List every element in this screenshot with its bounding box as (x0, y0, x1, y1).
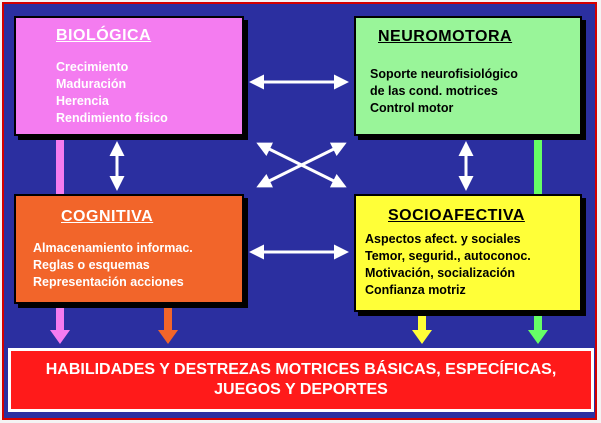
box-title: BIOLÓGICA (56, 27, 152, 44)
orange-down-arrow (158, 306, 178, 344)
box-title: SOCIOAFECTIVA (388, 207, 525, 224)
list-item: Herencia (56, 94, 109, 108)
list-item: Aspectos afect. y sociales (365, 232, 521, 246)
box-biologica: BIOLÓGICA Crecimiento Maduración Herenci… (14, 16, 244, 136)
pink-connector (56, 138, 64, 194)
box-title: NEUROMOTORA (378, 28, 513, 45)
banner-line-2: JUEGOS Y DEPORTES (214, 381, 388, 398)
list-item: Temor, segurid., autoconoc. (365, 249, 531, 263)
box-items: Soporte neurofisiológico de las cond. mo… (370, 66, 518, 117)
list-item: Soporte neurofisiológico (370, 67, 518, 81)
list-item: Reglas o esquemas (33, 258, 150, 272)
list-item: Control motor (370, 101, 454, 115)
list-item: Motivación, socialización (365, 266, 516, 280)
pink-down-arrow (50, 306, 70, 344)
connector-arrows (50, 74, 548, 344)
box-items: Aspectos afect. y sociales Temor, seguri… (365, 231, 531, 299)
green-down-arrow (528, 314, 548, 344)
box-neuromotora: NEUROMOTORA Soporte neurofisiológico de … (354, 16, 582, 136)
list-item: Confianza motriz (365, 283, 466, 297)
list-item: Representación acciones (33, 275, 184, 289)
list-item: de las cond. motrices (370, 84, 498, 98)
box-items: Almacenamiento informac. Reglas o esquem… (33, 240, 193, 291)
list-item: Crecimiento (56, 60, 129, 74)
diagram-canvas: BIOLÓGICA Crecimiento Maduración Herenci… (2, 2, 597, 420)
box-items: Crecimiento Maduración Herencia Rendimie… (56, 59, 168, 127)
box-cognitiva: COGNITIVA Almacenamiento informac. Regla… (14, 194, 244, 304)
yellow-down-arrow (412, 314, 432, 344)
outcome-banner: HABILIDADES Y DESTREZAS MOTRICES BÁSICAS… (8, 348, 594, 412)
arrow-diag-2 (256, 142, 347, 188)
box-socioafectiva: SOCIOAFECTIVA Aspectos afect. y sociales… (354, 194, 582, 312)
list-item: Rendimiento físico (56, 111, 168, 125)
green-connector (534, 138, 542, 194)
list-item: Almacenamiento informac. (33, 241, 193, 255)
box-title: COGNITIVA (61, 208, 154, 225)
banner-line-1: HABILIDADES Y DESTREZAS MOTRICES BÁSICAS… (45, 361, 557, 378)
list-item: Maduración (56, 77, 127, 91)
